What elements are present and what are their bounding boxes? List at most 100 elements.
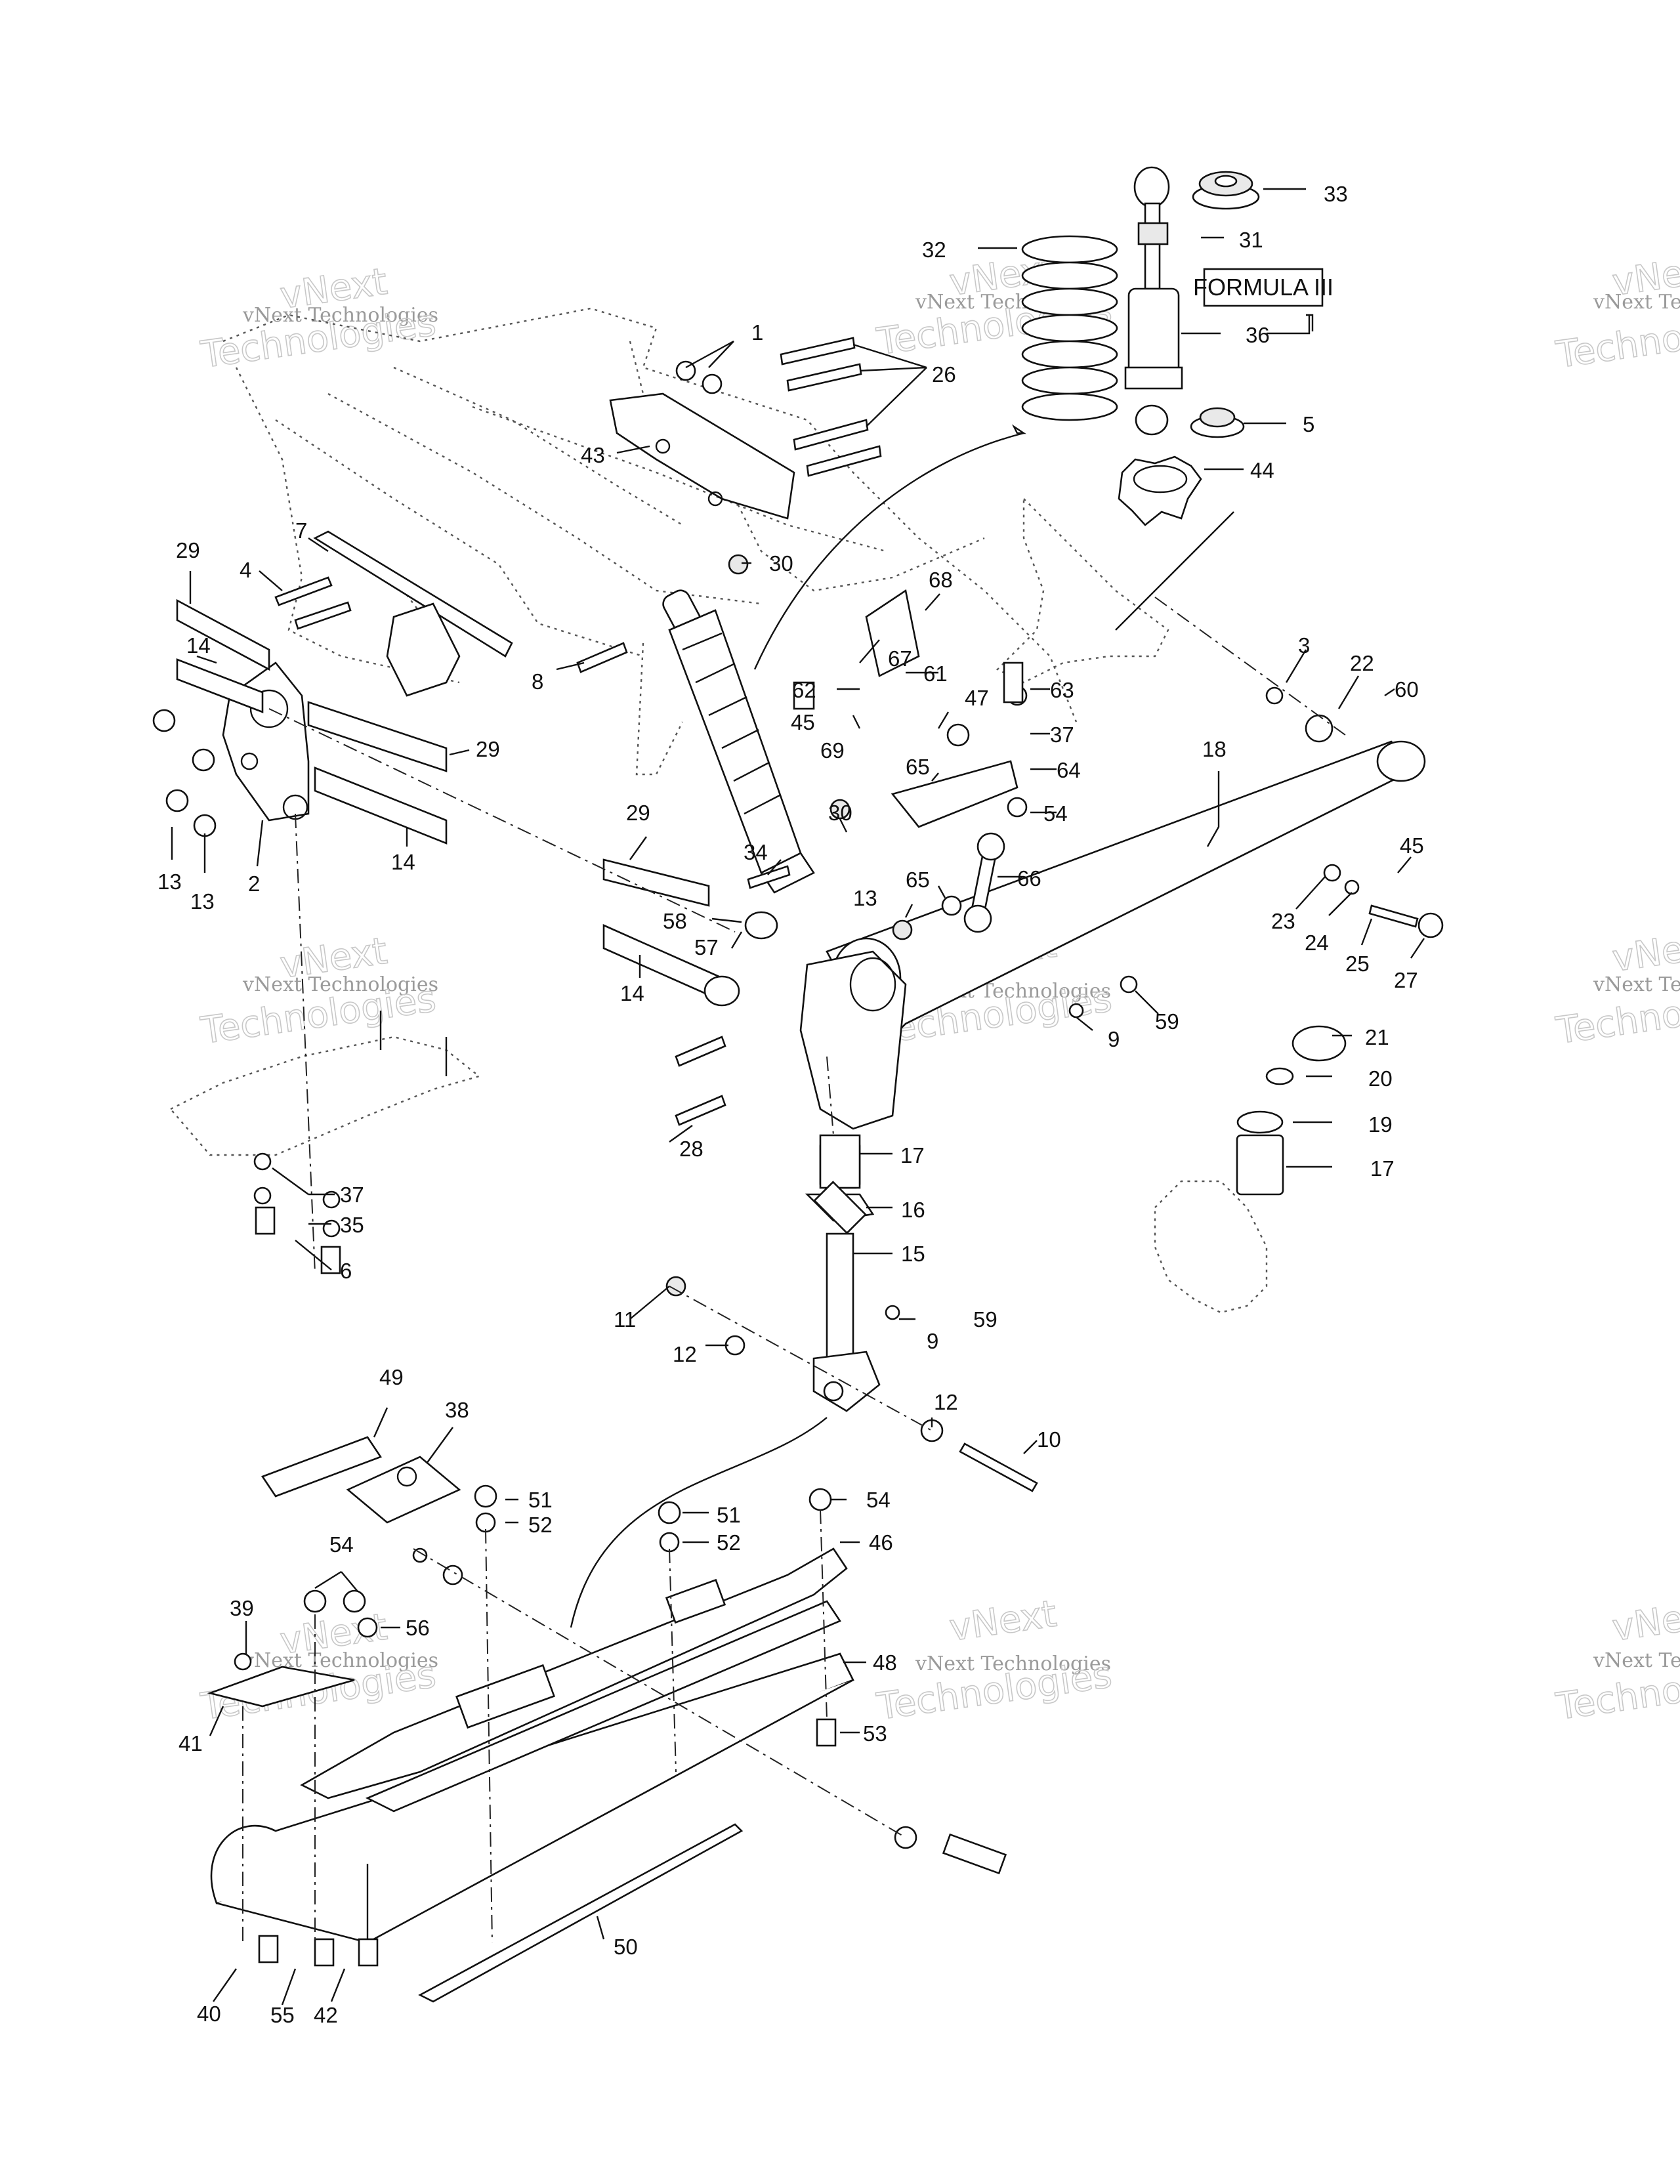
part-label-67: 67 <box>888 646 912 671</box>
watermark-cut-small: vNext Tec <box>1593 973 1680 996</box>
part-label-29: 29 <box>626 801 650 825</box>
part-label-45: 45 <box>1400 833 1424 858</box>
watermark-cut-tech: Techno <box>1553 316 1680 377</box>
watermark-bottom-right: vNe vNext Tec Techno <box>1553 1597 1680 1729</box>
part-label-42: 42 <box>314 2003 338 2027</box>
part-label-30: 30 <box>769 551 793 576</box>
part-label-29: 29 <box>176 538 200 562</box>
part-label-55: 55 <box>270 2003 295 2027</box>
part-label-35: 35 <box>340 1213 364 1237</box>
part-label-29: 29 <box>476 737 500 761</box>
part-label-62: 62 <box>792 678 816 702</box>
part-label-33: 33 <box>1324 182 1348 206</box>
part-label-69: 69 <box>820 738 845 763</box>
part-label-44: 44 <box>1250 458 1274 482</box>
part-label-31: 31 <box>1239 228 1263 252</box>
part-label-48: 48 <box>873 1650 897 1675</box>
part-label-43: 43 <box>581 443 605 467</box>
part-label-52: 52 <box>528 1513 553 1537</box>
part-label-5: 5 <box>1303 412 1314 436</box>
part-label-51: 51 <box>528 1488 553 1512</box>
part-label-61: 61 <box>923 662 948 686</box>
part-label-15: 15 <box>901 1242 925 1266</box>
part-label-22: 22 <box>1350 651 1374 675</box>
part-label-1: 1 <box>751 320 763 345</box>
support-plate <box>313 530 513 697</box>
part-label-11: 11 <box>614 1307 636 1332</box>
part-label-16: 16 <box>901 1198 925 1222</box>
watermark-company: vNext Technologies <box>242 973 438 996</box>
part-label-65: 65 <box>906 868 930 892</box>
part-label-51: 51 <box>717 1503 741 1527</box>
part-label-37: 37 <box>340 1183 364 1207</box>
part-label-13: 13 <box>853 886 877 910</box>
coil-spring <box>1021 235 1118 421</box>
part-label-10: 10 <box>1037 1427 1061 1452</box>
part-label-8: 8 <box>532 669 543 694</box>
watermark-bottom-center: vNext vNext Technologies Technologies <box>873 1592 1115 1729</box>
watermark-cut-next: vNe <box>1610 928 1680 980</box>
part-label-54: 54 <box>1043 801 1068 826</box>
part-labels: 1 26 43 30 7 4 29 14 8 29 13 13 2 14 29 … <box>158 182 1424 2027</box>
spindle-housing-outline <box>1154 1180 1268 1314</box>
watermark-mid-left: vNext vNext Technologies Technologies <box>198 929 439 1053</box>
watermark-cut-small: vNext Tec <box>1593 1649 1680 1672</box>
part-label-2: 2 <box>248 872 260 896</box>
part-label-37: 37 <box>1050 723 1074 747</box>
part-label-3: 3 <box>1298 633 1310 658</box>
watermark-top-right: vNe vNext Tec Techno <box>1553 251 1680 377</box>
watermark-cut-small: vNext Tec <box>1593 291 1680 314</box>
part-label-63: 63 <box>1050 678 1074 702</box>
model-callout-frame <box>1203 268 1324 307</box>
part-label-60: 60 <box>1395 677 1419 702</box>
mounting-bracket <box>609 392 795 520</box>
bolts <box>274 337 1419 1492</box>
ski-leg-bracket-outline <box>169 1011 481 1156</box>
leader-lines <box>171 188 1425 2006</box>
part-label-14: 14 <box>620 981 644 1005</box>
part-label-64: 64 <box>1057 758 1081 782</box>
part-label-20: 20 <box>1368 1066 1393 1091</box>
spring-caps <box>1118 171 1260 526</box>
wear-pads <box>261 1436 461 1524</box>
part-label-25: 25 <box>1345 952 1370 976</box>
ski-bumper <box>207 1666 355 1708</box>
part-label-59: 59 <box>973 1307 998 1332</box>
part-label-13: 13 <box>158 870 182 894</box>
part-label-9: 9 <box>927 1329 938 1353</box>
watermark-company: vNext Technologies <box>242 304 438 327</box>
model-callout: FORMULA III <box>1193 268 1334 307</box>
ski-bracket <box>300 1547 848 1813</box>
watermark-bottom-left: vNext vNext Technologies Technologies <box>198 1605 439 1729</box>
trailing-arm <box>799 740 1426 1130</box>
part-label-52: 52 <box>717 1530 741 1555</box>
part-label-49: 49 <box>379 1365 404 1389</box>
part-label-58: 58 <box>663 909 687 933</box>
part-label-14: 14 <box>391 850 415 874</box>
part-label-6: 6 <box>340 1259 352 1283</box>
part-label-26: 26 <box>932 362 956 387</box>
part-label-34: 34 <box>744 840 768 864</box>
part-label-12: 12 <box>934 1390 958 1414</box>
fasteners <box>152 360 1444 1967</box>
model-callout-text: FORMULA III <box>1193 274 1334 301</box>
part-label-4: 4 <box>240 558 251 582</box>
watermark-cut-tech: Techno <box>1553 992 1680 1053</box>
part-label-50: 50 <box>614 1935 638 1959</box>
watermark-top-left: vNext vNext Technologies Technologies <box>198 260 439 377</box>
rear-bracket-outline <box>996 497 1234 684</box>
steering-links <box>865 589 1018 933</box>
part-label-38: 38 <box>445 1398 469 1422</box>
part-label-9: 9 <box>1108 1027 1120 1051</box>
part-label-13: 13 <box>190 889 215 914</box>
part-label-17: 17 <box>1370 1156 1395 1181</box>
runner <box>418 1823 744 2003</box>
tubes <box>176 598 778 1007</box>
part-label-21: 21 <box>1365 1025 1389 1049</box>
part-label-39: 39 <box>230 1596 254 1620</box>
part-label-7: 7 <box>295 518 307 543</box>
watermark-company: vNext Technologies <box>915 1652 1111 1675</box>
part-label-19: 19 <box>1368 1112 1393 1137</box>
part-label-68: 68 <box>929 568 953 592</box>
